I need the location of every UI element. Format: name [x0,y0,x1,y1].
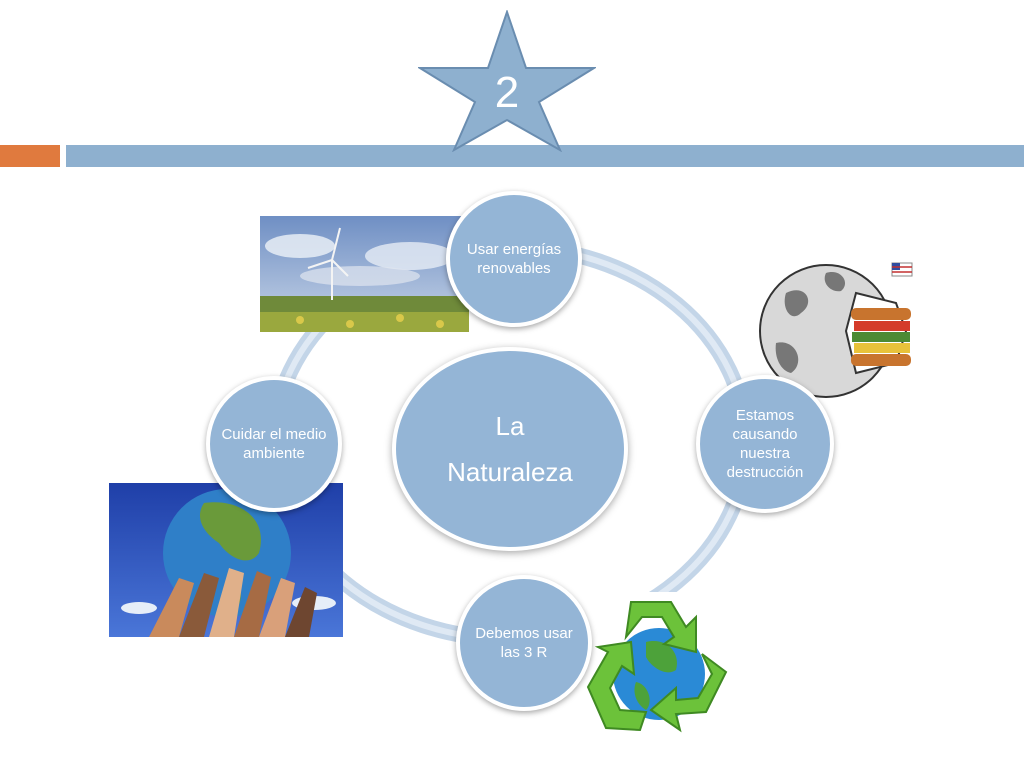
title-bar [66,145,1024,167]
node-label: Debemos usar las 3 R [475,625,573,661]
node-three-r: Debemos usar las 3 R [456,575,592,711]
hands-holding-globe-photo [109,483,343,637]
node-care-environment: Cuidar el medio ambiente [206,376,342,512]
node-destruction: Estamos causando nuestra destrucción [696,375,834,513]
center-node: La Naturaleza [392,347,628,551]
node-label: Estamos causando nuestra destrucción [726,407,804,481]
center-label-line2: Naturaleza [447,457,573,487]
node-renewable-energy: Usar energías renovables [446,191,582,327]
recycle-globe-icon [576,592,742,746]
star-shape [418,10,596,152]
accent-block [0,145,60,167]
center-label-line1: La [495,411,525,441]
slide-number: 2 [494,68,520,117]
node-label: Usar energías renovables [466,241,562,277]
node-label: Cuidar el medio ambiente [221,426,327,462]
wind-turbine-photo [260,216,469,332]
